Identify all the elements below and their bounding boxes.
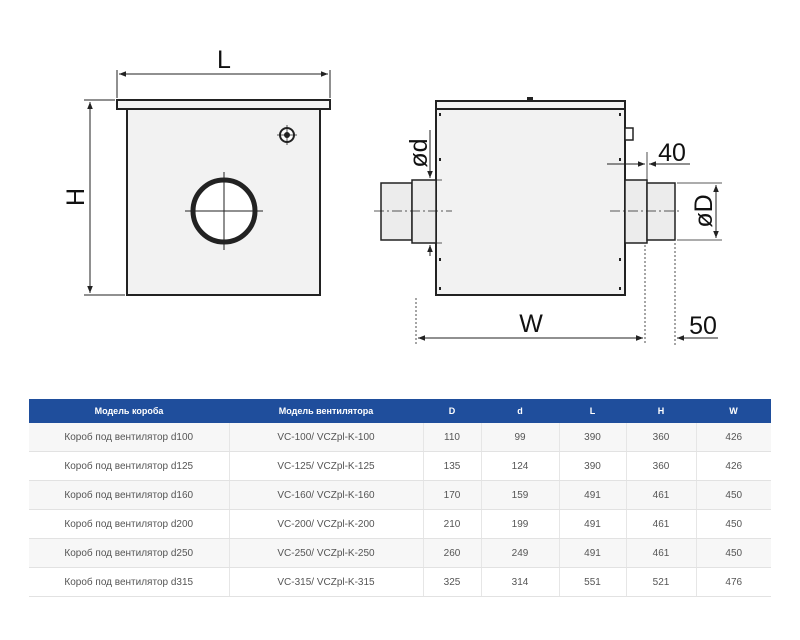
cell-fan-model: VC-100/ VCZpl-K-100: [229, 423, 424, 452]
technical-drawing: L H: [62, 46, 722, 345]
cell-fan-model: VC-125/ VCZpl-K-125: [229, 451, 424, 481]
cell-box-model: Короб под вентилятор d315: [29, 567, 230, 597]
cell-L: 551: [559, 567, 627, 597]
cell-H: 521: [626, 567, 697, 597]
cell-D: 170: [423, 480, 482, 510]
left-spigot-inner: [411, 179, 437, 244]
table-row: Короб под вентилятор d160 VC-160/ VCZpl-…: [29, 480, 771, 510]
right-spigot-inner: [624, 179, 648, 244]
col-header-L: L: [559, 399, 626, 423]
cell-d: 314: [481, 567, 560, 597]
right-spigot-outer: [646, 182, 676, 241]
cell-box-model: Короб под вентилятор d200: [29, 509, 230, 539]
side-box-body: [435, 108, 626, 296]
side-lid: [435, 100, 626, 110]
table-header-row: Модель короба Модель вентилятора D d L H…: [29, 399, 771, 423]
cell-L: 491: [559, 480, 627, 510]
col-header-D: D: [423, 399, 481, 423]
table-row: Короб под вентилятор d100 VC-100/ VCZpl-…: [29, 423, 771, 452]
cell-L: 390: [559, 423, 627, 452]
cell-fan-model: VC-200/ VCZpl-K-200: [229, 509, 424, 539]
cell-H: 461: [626, 509, 697, 539]
cell-box-model: Короб под вентилятор d250: [29, 538, 230, 568]
dim-label-W: W: [519, 310, 543, 338]
cell-box-model: Короб под вентилятор d160: [29, 480, 230, 510]
cell-H: 360: [626, 451, 697, 481]
cell-D: 135: [423, 451, 482, 481]
dim-label-H: H: [62, 188, 90, 206]
dim-label-L: L: [217, 46, 231, 74]
cell-W: 426: [696, 423, 771, 452]
cell-fan-model: VC-250/ VCZpl-K-250: [229, 538, 424, 568]
col-header-d: d: [481, 399, 559, 423]
cell-box-model: Короб под вентилятор d100: [29, 423, 230, 452]
cell-H: 461: [626, 538, 697, 568]
table-row: Короб под вентилятор d315 VC-315/ VCZpl-…: [29, 567, 771, 597]
col-header-W: W: [696, 399, 771, 423]
cell-fan-model: VC-315/ VCZpl-K-315: [229, 567, 424, 597]
front-lid: [116, 99, 331, 110]
table-row: Короб под вентилятор d250 VC-250/ VCZpl-…: [29, 538, 771, 568]
cell-d: 99: [481, 423, 560, 452]
cell-W: 426: [696, 451, 771, 481]
dim-label-od: ød: [405, 138, 433, 167]
cell-fan-model: VC-160/ VCZpl-K-160: [229, 480, 424, 510]
cell-D: 325: [423, 567, 482, 597]
cell-W: 450: [696, 509, 771, 539]
cell-d: 159: [481, 480, 560, 510]
cable-gland-icon: [277, 125, 297, 145]
col-header-fan-model: Модель вентилятора: [229, 399, 423, 423]
side-screws: [439, 113, 621, 290]
cell-D: 210: [423, 509, 482, 539]
cell-D: 110: [423, 423, 482, 452]
col-header-H: H: [626, 399, 696, 423]
cell-W: 450: [696, 480, 771, 510]
col-header-box-model: Модель короба: [29, 399, 229, 423]
table-row: Короб под вентилятор d125 VC-125/ VCZpl-…: [29, 451, 771, 481]
dim-label-50: 50: [689, 312, 717, 340]
side-view: ød 40 øD W 50: [374, 97, 722, 345]
cell-H: 360: [626, 423, 697, 452]
cell-W: 450: [696, 538, 771, 568]
cell-D: 260: [423, 538, 482, 568]
dim-label-oD: øD: [690, 194, 718, 227]
cell-L: 390: [559, 451, 627, 481]
dim-label-40: 40: [658, 139, 686, 167]
spec-table: Модель короба Модель вентилятора D d L H…: [29, 399, 771, 597]
cell-H: 461: [626, 480, 697, 510]
table-row: Короб под вентилятор d200 VC-200/ VCZpl-…: [29, 509, 771, 539]
front-view: L H: [62, 46, 331, 296]
cell-box-model: Короб под вентилятор d125: [29, 451, 230, 481]
cell-W: 476: [696, 567, 771, 597]
cell-L: 491: [559, 509, 627, 539]
cell-L: 491: [559, 538, 627, 568]
cell-d: 249: [481, 538, 560, 568]
left-spigot-outer: [380, 182, 413, 241]
cell-d: 124: [481, 451, 560, 481]
cell-d: 199: [481, 509, 560, 539]
